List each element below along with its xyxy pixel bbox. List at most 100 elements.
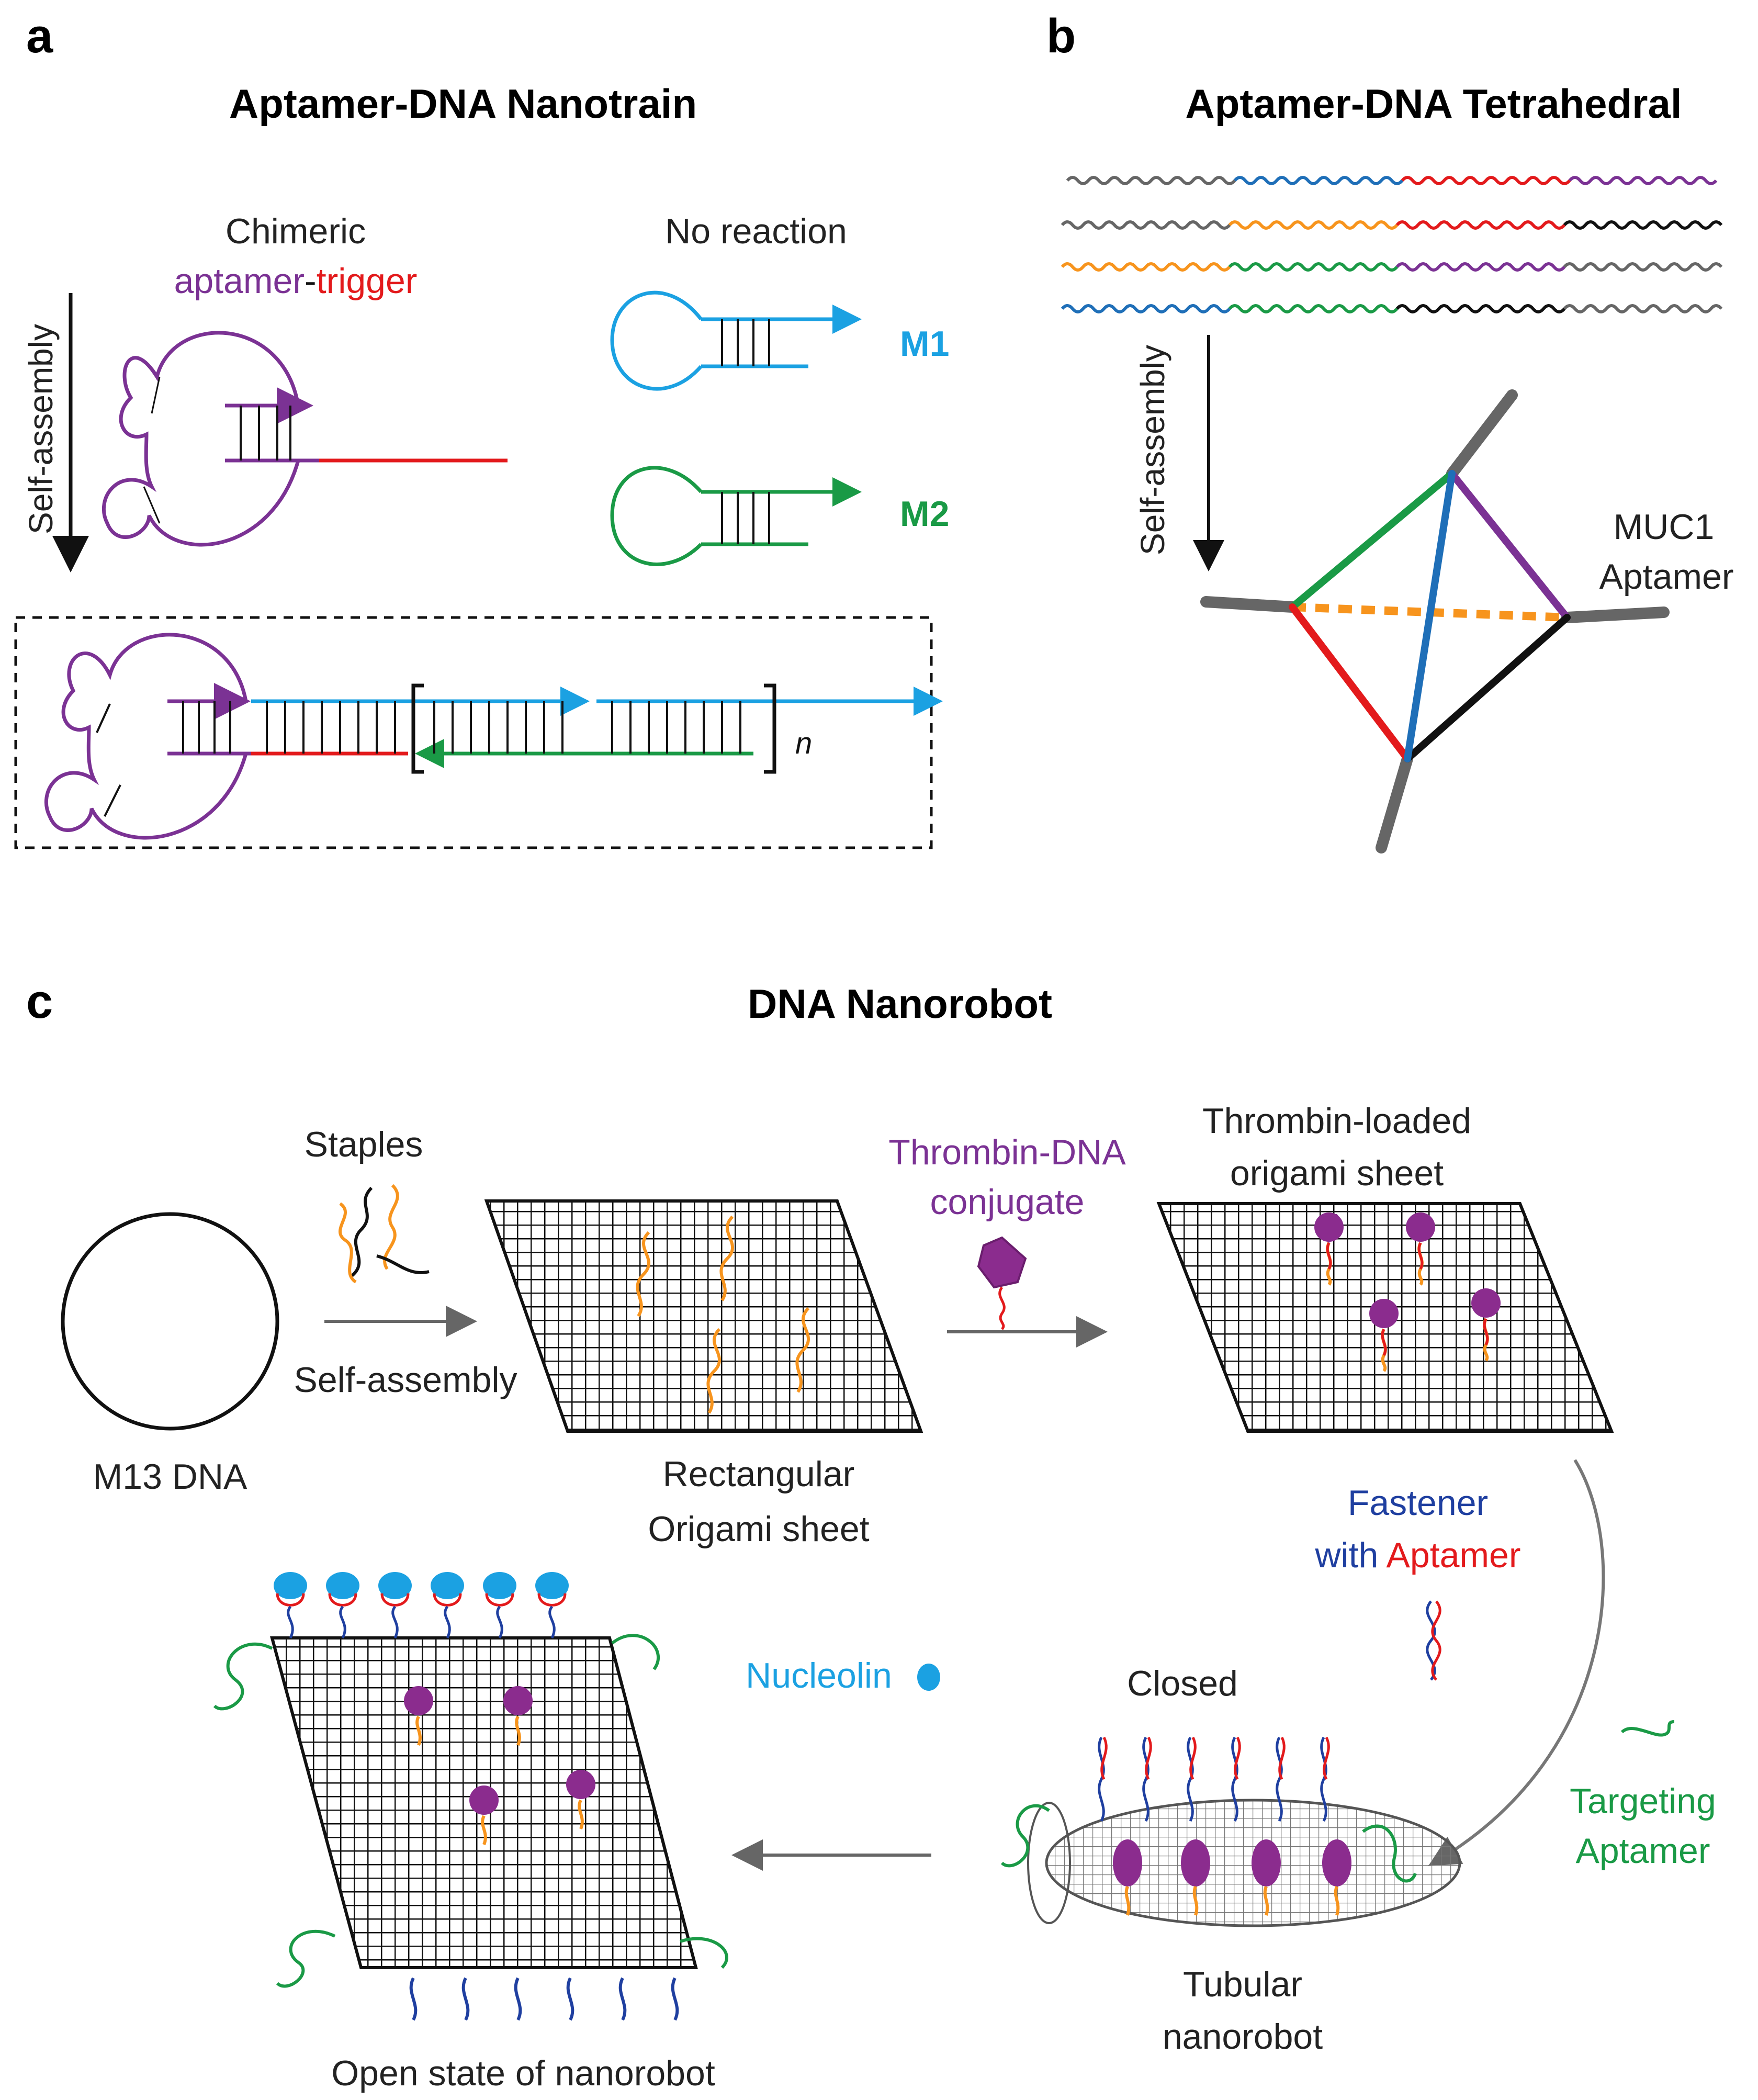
thrombin-dna-label: Thrombin-DNA (888, 1132, 1126, 1172)
space-word (1378, 1535, 1386, 1575)
nanotrain-box (14, 616, 933, 849)
chimeric-label: Chimeric (226, 211, 366, 251)
tube-targeting-aptamers (1000, 1804, 1417, 1883)
thrombin (1471, 1288, 1501, 1362)
open-nanorobot (213, 1572, 728, 2021)
strand-seg (1395, 262, 1566, 272)
m1-label: M1 (900, 324, 949, 364)
strand-3 (1061, 262, 1723, 272)
panel-a-title: Aptamer-DNA Nanotrain (229, 81, 697, 127)
open-nucleolin-caps (274, 1572, 569, 1639)
muc1-aptamer-label: Aptamer (1599, 557, 1734, 597)
targeting-aptamer-icon (1620, 1720, 1675, 1737)
strand-set (1061, 176, 1723, 313)
edge-blue (1404, 470, 1456, 762)
strand-seg (1061, 220, 1231, 230)
self-assembly-label-c: Self-assembly (294, 1360, 517, 1400)
strand-seg (1228, 220, 1399, 230)
panel-a: a Aptamer-DNA Nanotrain Chimeric aptamer… (14, 9, 949, 849)
sheet-staples (636, 1215, 810, 1414)
thrombin (1369, 1299, 1399, 1372)
thrombin (1314, 1212, 1344, 1286)
nucleolin-bound (274, 1572, 307, 1639)
aptamer-word: aptamer (174, 261, 305, 301)
fastener-label: Fastener (1348, 1483, 1488, 1523)
chimeric-aptamer-hairpin (102, 331, 508, 547)
strand-seg (1395, 220, 1566, 230)
with-aptamer-label: with Aptamer (1314, 1535, 1520, 1575)
self-assembly-label-b: Self-assembly (1134, 345, 1171, 555)
panel-b-letter: b (1046, 9, 1076, 63)
strand-1 (1066, 176, 1718, 185)
gray-arm (1200, 596, 1298, 613)
tubular-nanorobot (1000, 1736, 1461, 1927)
edge-black (1404, 614, 1571, 762)
panel-c-title: DNA Nanorobot (748, 981, 1052, 1027)
loaded-thrombins (1314, 1212, 1501, 1372)
panel-c-letter: c (26, 975, 53, 1028)
trigger-word: trigger (317, 261, 418, 301)
open-thrombins (404, 1686, 595, 1846)
nucleolin-bound (326, 1572, 359, 1639)
tube-thrombins (1113, 1839, 1351, 1916)
fastener-icon (1426, 1600, 1441, 1681)
tube-end (1027, 1802, 1071, 1924)
nucleolin-bound (535, 1572, 569, 1639)
strand-seg (1568, 176, 1718, 185)
panel-b: b Aptamer-DNA Tetrahedral (1046, 9, 1734, 854)
thrombin-loaded-label: Thrombin-loaded (1202, 1101, 1471, 1141)
strand-seg (1563, 304, 1723, 313)
m1-hairpin (610, 290, 862, 391)
panel-b-title: Aptamer-DNA Tetrahedral (1185, 81, 1682, 127)
dash-word: - (305, 261, 317, 301)
tetrahedron (1200, 389, 1670, 854)
nucleolin-bound (431, 1572, 464, 1639)
strand-2 (1061, 220, 1723, 230)
panel-a-letter: a (26, 9, 53, 63)
targeting-aptamer-label: Aptamer (1576, 1831, 1710, 1871)
strand-seg (1066, 176, 1236, 185)
panel-c: c DNA Nanorobot M13 DNA Staples Self-ass… (26, 975, 1716, 2093)
thrombin-conjugate-icon (977, 1236, 1027, 1330)
edge-red (1289, 603, 1411, 762)
tubular-label: Tubular (1183, 1964, 1302, 2004)
repeat-n-label: n (795, 726, 812, 760)
strand-seg (1563, 220, 1723, 230)
edge-purple (1448, 470, 1571, 621)
m13-dna-circle (61, 1212, 279, 1431)
origami-sheet (484, 1199, 923, 1433)
strand-seg (1228, 304, 1399, 313)
open-state-label: Open state of nanorobot (331, 2053, 715, 2093)
nucleolin-bound (483, 1572, 516, 1639)
closed-label: Closed (1127, 1664, 1238, 1703)
strand-seg (1061, 262, 1231, 272)
open-blue-strands (409, 1977, 679, 2021)
gray-arm (1376, 753, 1413, 854)
strand-seg (1061, 304, 1231, 313)
strand-seg (1395, 304, 1566, 313)
no-reaction-label: No reaction (665, 211, 847, 251)
nucleolin-label: Nucleolin (746, 1656, 892, 1695)
thrombin (1406, 1212, 1435, 1286)
aptamer-word-c: Aptamer (1387, 1535, 1521, 1575)
strand-4 (1061, 304, 1723, 313)
aptamer-trigger-label: aptamer-trigger (174, 261, 418, 301)
curved-arrow (1428, 1459, 1605, 1867)
strand-seg (1401, 176, 1571, 185)
strand-seg (1228, 262, 1399, 272)
nanorobot-label: nanorobot (1163, 2017, 1323, 2057)
self-assembly-label-a: Self-assembly (22, 324, 60, 534)
staples-label: Staples (305, 1125, 423, 1164)
fastener-strands (1098, 1736, 1330, 1822)
nucleolin-bound (378, 1572, 412, 1639)
muc1-label: MUC1 (1614, 507, 1715, 547)
edge-green (1289, 470, 1456, 611)
origami-sheet-label: Origami sheet (648, 1509, 869, 1549)
nanotrain-assembly (44, 633, 943, 840)
targeting-label: Targeting (1570, 1781, 1716, 1821)
gray-arm (1561, 607, 1670, 623)
nucleolin-icon (917, 1664, 940, 1691)
conjugate-label: conjugate (930, 1182, 1085, 1222)
staples-icon (339, 1184, 430, 1284)
